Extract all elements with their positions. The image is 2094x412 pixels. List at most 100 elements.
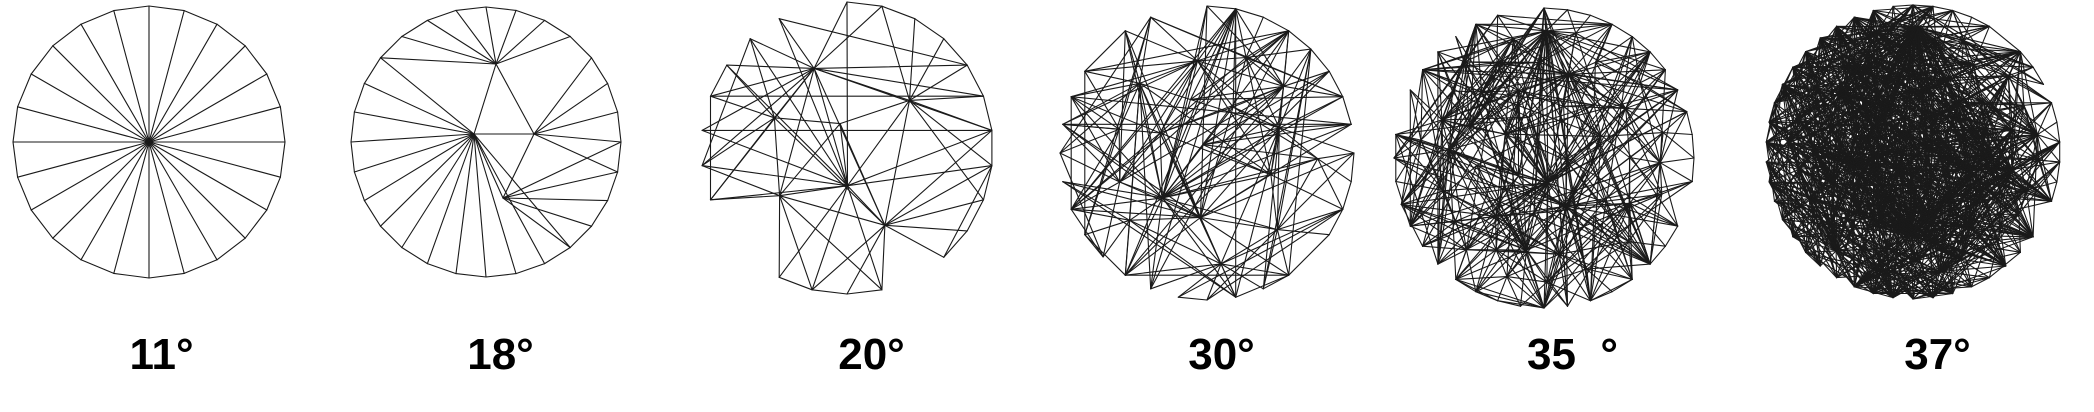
mesh-edge	[1455, 249, 1497, 280]
mesh-edge	[1400, 30, 1547, 205]
mesh-edge	[884, 199, 985, 226]
mesh-boundary-edge	[982, 95, 993, 131]
mesh-edge	[1519, 249, 1528, 307]
mesh-edge	[1916, 26, 2000, 241]
mesh-edge	[1853, 202, 1979, 288]
mesh-edge	[846, 1, 849, 187]
mesh-edge	[1625, 51, 1651, 109]
mesh-edge	[1278, 30, 1290, 129]
mesh-edge	[30, 73, 150, 143]
mesh-edge	[1409, 7, 1545, 227]
mesh-edge	[80, 141, 150, 261]
mesh-edge	[709, 67, 815, 201]
mesh-edge	[1202, 123, 1352, 146]
mesh-edge	[1084, 60, 1199, 72]
panel-5: 35 °	[1393, 0, 1745, 412]
mesh-edge	[2007, 75, 2038, 136]
mesh-edge	[1084, 219, 1131, 236]
mesh-edge	[1443, 190, 1560, 255]
mesh-edge	[1949, 51, 2021, 201]
mesh-edge	[485, 6, 497, 65]
mesh-edge	[1566, 202, 1631, 307]
mesh-edge	[1475, 23, 1514, 40]
mesh-diagram-2	[350, 6, 622, 278]
mesh-edge	[1781, 83, 2034, 238]
mesh-boundary-edge	[148, 5, 185, 12]
mesh-boundary-edge	[1611, 23, 1633, 38]
mesh-boundary-edge	[1971, 277, 1990, 288]
mesh-boundary-edge	[2050, 181, 2058, 202]
mesh-edge	[1506, 276, 1522, 307]
mesh-edge	[1836, 25, 2027, 191]
mesh-edge	[1545, 30, 1666, 71]
mesh-edge	[1525, 30, 1547, 251]
mesh-edge	[779, 195, 883, 291]
mesh-edge	[1119, 132, 1161, 183]
mesh-edge	[1070, 197, 1163, 210]
mesh-edge	[502, 197, 571, 249]
mesh-edge	[1546, 281, 1591, 302]
mesh-edge	[1070, 96, 1352, 125]
mesh-boundary-edge	[569, 35, 593, 59]
mesh-edge	[1476, 164, 1497, 217]
mesh-edge	[2036, 134, 2053, 202]
mesh-edge	[908, 95, 985, 101]
mesh-edge	[1455, 51, 1651, 280]
mesh-boundary-edge	[426, 9, 457, 21]
mesh-edge	[1062, 123, 1161, 134]
mesh-edge	[1495, 89, 1679, 217]
mesh-edge	[1625, 107, 1661, 164]
mesh-edge	[426, 19, 497, 65]
mesh-boundary-edge	[30, 45, 54, 75]
mesh-edge	[1437, 249, 1467, 265]
mesh-edge	[1150, 16, 1247, 59]
mesh-edge	[1465, 249, 1477, 293]
mesh-edge	[1437, 51, 1549, 184]
mesh-edge	[1916, 26, 1954, 295]
mesh-edge	[1422, 69, 1520, 177]
mesh-edge	[1792, 66, 1972, 228]
mesh-edge	[1409, 23, 1477, 227]
mesh-edge	[148, 106, 281, 143]
mesh-edge	[1586, 268, 1613, 293]
mesh-edge	[1916, 26, 2061, 143]
mesh-edge	[1495, 205, 1567, 217]
mesh-edge	[1765, 161, 1874, 295]
mesh-edge	[1150, 263, 1222, 290]
mesh-edge	[1765, 141, 1962, 260]
mesh-edge	[1568, 51, 1651, 75]
mesh-edge	[1586, 268, 1633, 280]
mesh-edge	[1872, 9, 1918, 28]
mesh-edge	[779, 195, 886, 226]
mesh-edge	[1276, 127, 1280, 231]
mesh-edge	[1506, 205, 1567, 278]
mesh-edge	[1959, 128, 2014, 260]
mesh-edge	[1084, 16, 1152, 236]
mesh-edge	[1629, 202, 1679, 227]
mesh-edge	[1245, 48, 1312, 59]
mesh-edge	[1455, 276, 1508, 280]
mesh-edge	[1798, 168, 1807, 253]
mesh-edge	[1393, 90, 1453, 159]
mesh-edge	[1768, 168, 1800, 183]
mesh-edge	[1781, 219, 1912, 235]
mesh-edge	[1565, 69, 1666, 207]
mesh-edge	[1232, 106, 1319, 160]
mesh-edge	[1565, 193, 1663, 207]
mesh-boundary-edge	[52, 237, 82, 261]
mesh-edge	[1857, 184, 1962, 260]
mesh-boundary-edge	[353, 82, 365, 113]
mesh-edge	[1939, 270, 1973, 288]
mesh-edge	[1129, 216, 1202, 221]
mesh-edge	[1161, 30, 1290, 199]
mesh-edge	[1062, 123, 1121, 183]
mesh-edge	[1565, 205, 1569, 307]
mesh-edge	[779, 195, 813, 291]
mesh-edge	[1199, 127, 1280, 219]
mesh-edge	[749, 38, 815, 69]
mesh-edge	[1139, 60, 1199, 84]
mesh-edge	[1070, 8, 1237, 210]
mesh-edge	[1815, 26, 1918, 89]
mesh-edge	[495, 19, 546, 65]
mesh-edge	[1504, 105, 1565, 135]
